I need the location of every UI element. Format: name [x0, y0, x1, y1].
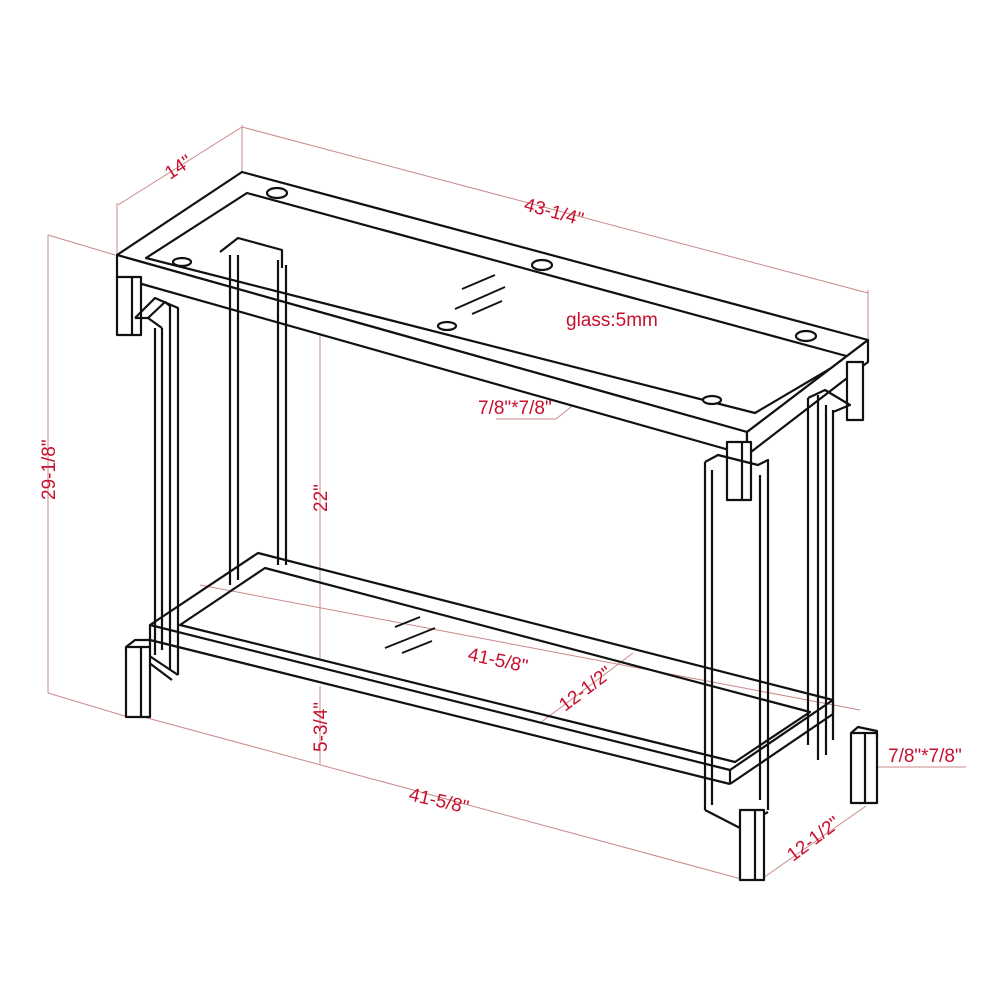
label-depth-top: 14" [161, 151, 196, 184]
dimension-lines [47, 125, 966, 881]
label-height-total: 29-1/8" [39, 439, 60, 500]
label-frame-tube-leg: 7/8"*7/8" [888, 746, 962, 767]
label-height-shelf-to-top: 22" [311, 484, 332, 512]
label-glass-thickness: glass:5mm [566, 310, 658, 331]
left-front-leg [115, 275, 180, 719]
bottom-shelf [148, 551, 835, 786]
right-rear-leg [806, 360, 879, 805]
right-front-leg [703, 440, 770, 882]
top-frame [115, 170, 870, 457]
label-base-depth: 12-1/2" [783, 813, 844, 866]
label-height-floor-to-shelf: 5-3/4" [311, 702, 332, 752]
label-shelf-depth: 12-1/2" [555, 663, 616, 716]
label-width-top: 43-1/4" [522, 195, 586, 231]
left-rear-leg [219, 236, 288, 585]
label-frame-tube-top: 7/8"*7/8" [478, 398, 552, 419]
label-shelf-length: 41-5/8" [466, 644, 530, 677]
label-base-length: 41-5/8" [407, 784, 471, 818]
